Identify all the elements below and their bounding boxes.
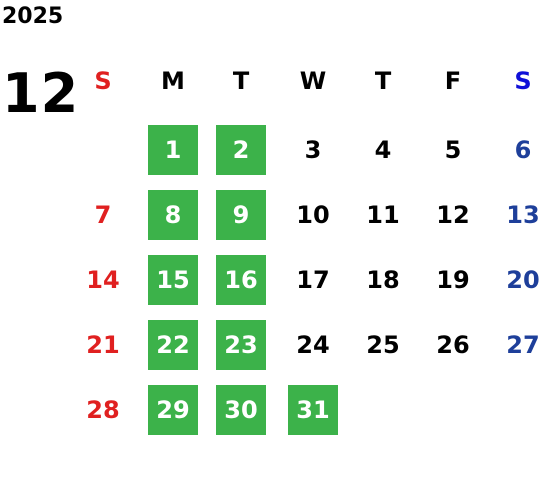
calendar-day-highlighted: 2 — [216, 125, 266, 175]
month-number: 12 — [2, 62, 80, 125]
calendar-day: 26 — [436, 331, 470, 359]
weekday-label: T — [374, 67, 392, 95]
calendar-day: 3 — [304, 136, 322, 164]
calendar-day-highlighted: 16 — [216, 255, 266, 305]
calendar-day: 25 — [366, 331, 400, 359]
calendar-day-highlighted: 22 — [148, 320, 198, 370]
calendar-day: 17 — [296, 266, 330, 294]
calendar-day: 11 — [366, 201, 400, 229]
calendar-day: 12 — [436, 201, 470, 229]
calendar-day-highlighted: 29 — [148, 385, 198, 435]
weekday-label: F — [444, 67, 462, 95]
weekday-label: W — [299, 67, 327, 95]
calendar-day: 27 — [506, 331, 540, 359]
calendar-day-highlighted: 31 — [288, 385, 338, 435]
calendar-day: 5 — [444, 136, 462, 164]
year-label: 2025 — [2, 4, 64, 29]
weekday-label: M — [161, 67, 185, 95]
weekday-label: S — [94, 67, 112, 95]
calendar-day-highlighted: 15 — [148, 255, 198, 305]
calendar-day: 7 — [94, 201, 112, 229]
calendar-day: 10 — [296, 201, 330, 229]
calendar-day: 6 — [514, 136, 532, 164]
calendar-day: 19 — [436, 266, 470, 294]
calendar-day-highlighted: 23 — [216, 320, 266, 370]
calendar-day: 4 — [374, 136, 392, 164]
calendar-day-highlighted: 8 — [148, 190, 198, 240]
calendar-day: 21 — [86, 331, 120, 359]
calendar-day: 28 — [86, 396, 120, 424]
calendar-day: 13 — [506, 201, 540, 229]
calendar-day-highlighted: 30 — [216, 385, 266, 435]
calendar-day-highlighted: 1 — [148, 125, 198, 175]
weekday-label: T — [232, 67, 250, 95]
calendar-day-highlighted: 9 — [216, 190, 266, 240]
calendar-day: 18 — [366, 266, 400, 294]
calendar-day: 20 — [506, 266, 540, 294]
weekday-label: S — [514, 67, 532, 95]
calendar-day: 24 — [296, 331, 330, 359]
calendar-day: 14 — [86, 266, 120, 294]
